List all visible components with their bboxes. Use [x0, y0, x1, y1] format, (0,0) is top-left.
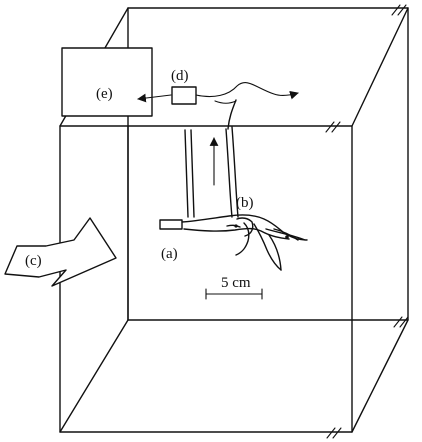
- label-c: (c): [25, 253, 42, 269]
- tank-back-frame: [127, 7, 409, 321]
- label-d: (d): [171, 68, 189, 84]
- device-d: (d): [171, 68, 197, 105]
- specimen: (b) (a): [159, 195, 308, 271]
- scale-label: 5 cm: [221, 275, 251, 291]
- label-a: (a): [161, 246, 178, 262]
- tank-front-frame: [59, 125, 353, 433]
- break-marks: [325, 4, 409, 439]
- label-b: (b): [236, 195, 254, 211]
- device-e: (e): [61, 47, 153, 117]
- signal-arrows: [137, 82, 299, 186]
- wave-generator-c: (c): [4, 217, 117, 287]
- suspension-straps: [184, 99, 239, 218]
- scale-bar: 5 cm: [205, 275, 263, 300]
- label-e: (e): [96, 86, 113, 102]
